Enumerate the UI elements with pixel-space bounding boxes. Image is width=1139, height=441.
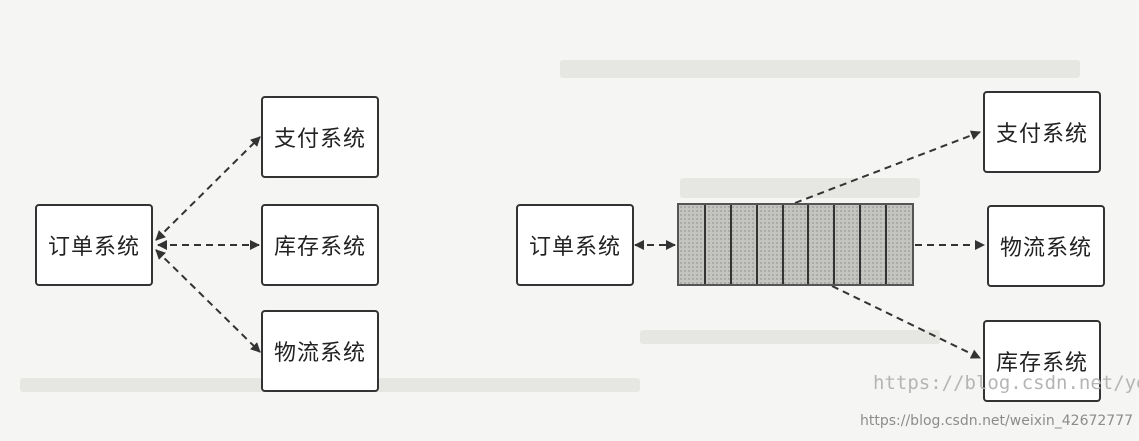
watermark-footer: https://blog.csdn.net/weixin_42672777 bbox=[860, 413, 1134, 429]
queue-slot-divider bbox=[807, 205, 809, 284]
arrow-queue-payment bbox=[794, 130, 981, 204]
logistics-system-box: 物流系统 bbox=[987, 205, 1105, 287]
arrow-order-payment bbox=[155, 136, 261, 241]
payment-system-box: 支付系统 bbox=[983, 91, 1101, 173]
inventory-system-box: 库存系统 bbox=[261, 204, 379, 286]
queue-slot-divider bbox=[885, 205, 887, 284]
queue-slot-divider bbox=[730, 205, 732, 284]
queue-slot-divider bbox=[704, 205, 706, 284]
watermark-overlay: https://blog.csdn.net/ye bbox=[873, 372, 1139, 394]
message-queue bbox=[677, 203, 914, 286]
arrow-order-logistics bbox=[155, 249, 261, 353]
queue-slot-divider bbox=[833, 205, 835, 284]
background-mark bbox=[680, 178, 920, 198]
arrow-queue-inventory bbox=[831, 285, 981, 359]
queue-slot-divider bbox=[782, 205, 784, 284]
queue-slot-divider bbox=[859, 205, 861, 284]
order-system-box: 订单系统 bbox=[35, 204, 153, 286]
order-system-box: 订单系统 bbox=[516, 204, 634, 286]
background-mark bbox=[560, 60, 1080, 78]
payment-system-box: 支付系统 bbox=[261, 96, 379, 178]
logistics-system-box: 物流系统 bbox=[261, 310, 379, 392]
background-mark bbox=[640, 330, 940, 344]
inventory-system-box: 库存系统 bbox=[983, 320, 1101, 402]
queue-slot-divider bbox=[756, 205, 758, 284]
